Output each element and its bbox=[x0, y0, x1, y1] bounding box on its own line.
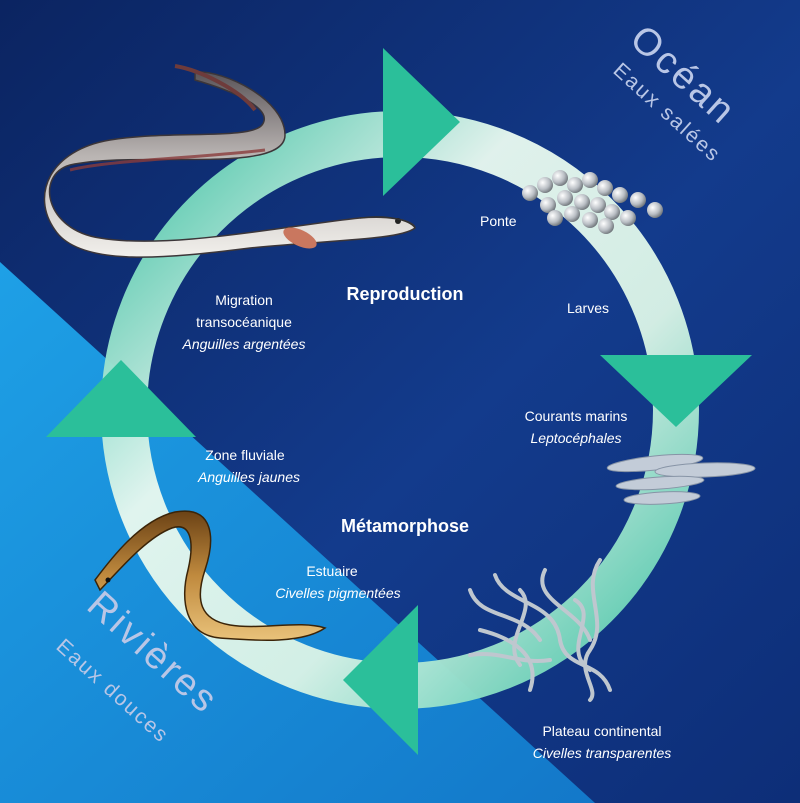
civelles-pigmentees-label: Civelles pigmentées bbox=[275, 585, 400, 601]
yellow-eel-illustration bbox=[94, 510, 327, 641]
transoceanique-label: transocéanique bbox=[196, 314, 292, 330]
anguilles-argentees-label: Anguilles argentées bbox=[182, 336, 306, 352]
arrow-bottom bbox=[343, 605, 418, 755]
reproduction-label: Reproduction bbox=[347, 284, 464, 304]
metamorphose-label: Métamorphose bbox=[341, 516, 469, 536]
larves-label: Larves bbox=[567, 300, 609, 316]
ponte-label: Ponte bbox=[480, 213, 517, 229]
leptocephali-illustration bbox=[606, 453, 756, 505]
migration-label: Migration bbox=[215, 292, 273, 308]
arrow-left bbox=[46, 360, 196, 437]
arrow-top bbox=[383, 48, 460, 196]
silver-eel-illustration bbox=[43, 64, 416, 258]
courants-label: Courants marins bbox=[525, 408, 628, 424]
arrow-right bbox=[600, 355, 752, 427]
civelles-transparentes-label: Civelles transparentes bbox=[533, 745, 672, 761]
glass-eels-illustration bbox=[468, 558, 612, 702]
leptocephales-label: Leptocéphales bbox=[530, 430, 621, 446]
estuaire-label: Estuaire bbox=[306, 563, 358, 579]
plateau-label: Plateau continental bbox=[542, 723, 661, 739]
anguilles-jaunes-label: Anguilles jaunes bbox=[197, 469, 300, 485]
eggs-illustration bbox=[522, 170, 663, 234]
zone-fluviale-label: Zone fluviale bbox=[205, 447, 285, 463]
